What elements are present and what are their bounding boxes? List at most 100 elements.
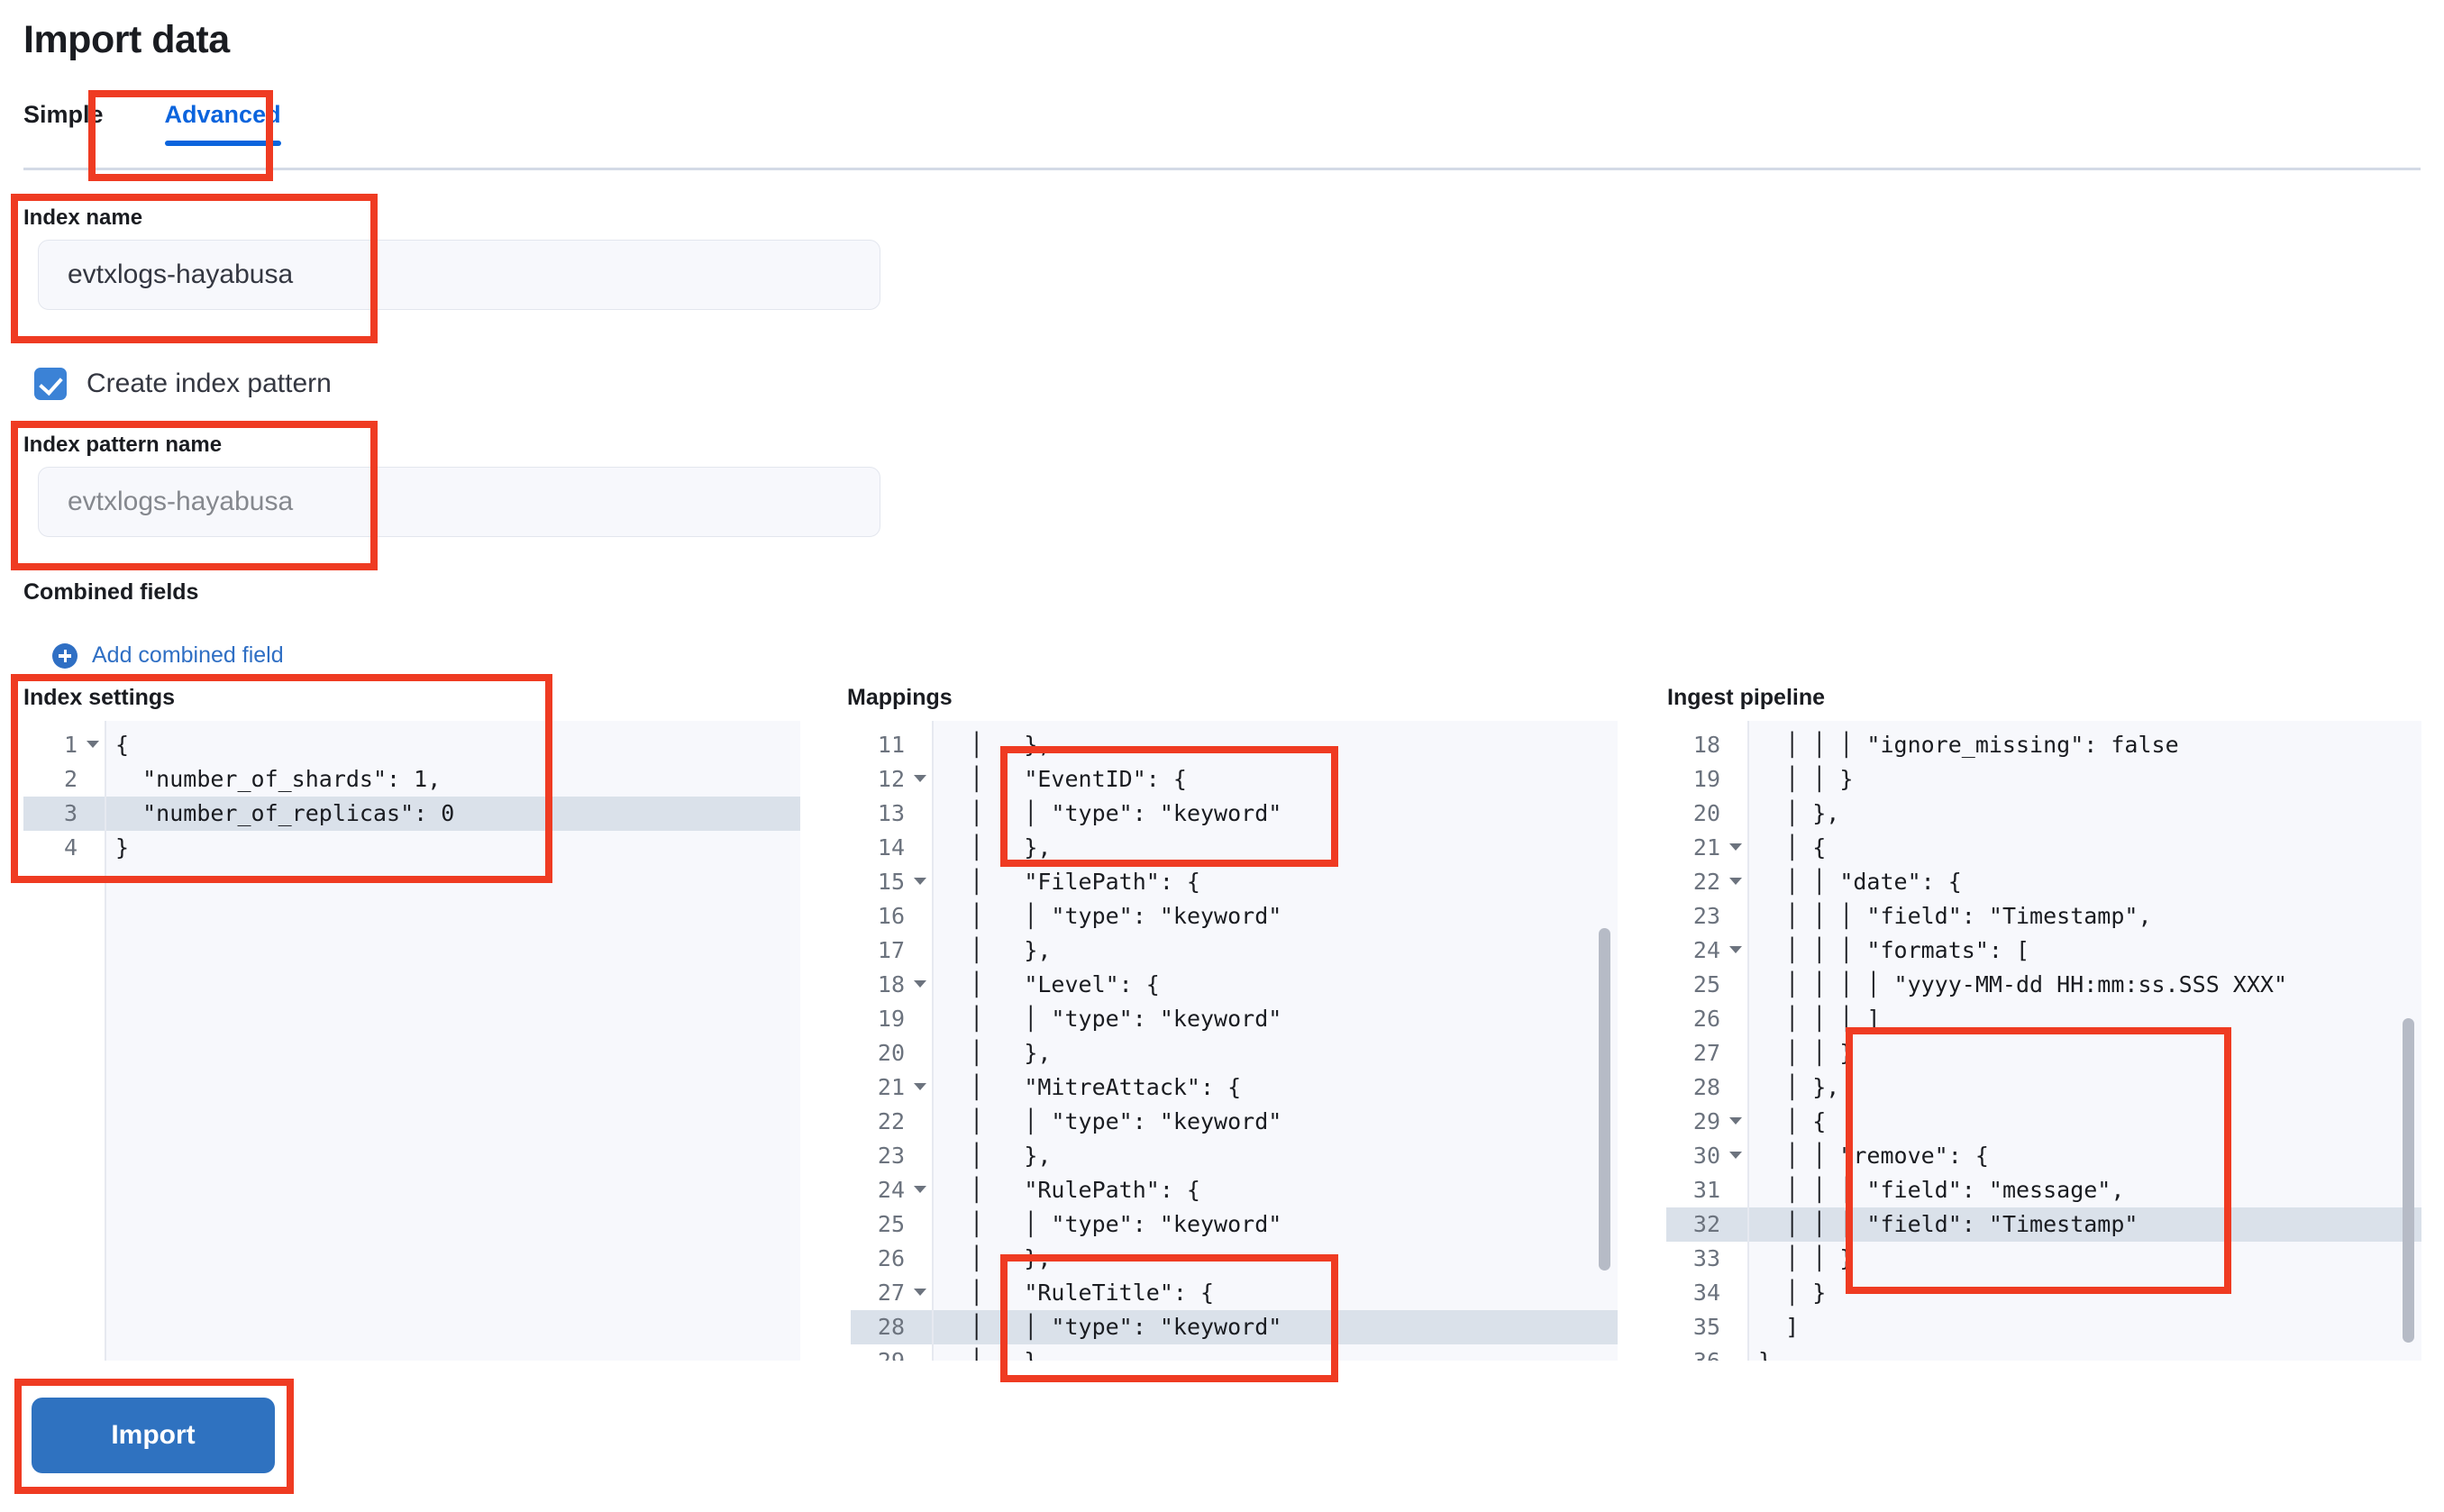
code-line[interactable]: │ } [1758,1280,1827,1306]
code-line[interactable]: │ │ "type": "keyword" [943,1108,1282,1134]
create-index-pattern-label: Create index pattern [87,369,332,398]
import-button[interactable]: Import [32,1398,275,1473]
gutter: 18192021222324252627282930313233343536 [1666,721,1749,1361]
tab-bar: Simple Advanced [23,99,314,146]
gutter: 11121314151617181920212223242526272829 [851,721,934,1361]
line-number: 12 [851,762,932,797]
line-number: 20 [877,1040,905,1066]
index-name-label: Index name [23,205,143,230]
code-line[interactable]: │ │ │ "field": "Timestamp" [1749,1207,2421,1242]
combined-fields-label: Combined fields [23,579,199,605]
code-line[interactable]: │ │ "type": "keyword" [943,903,1282,929]
code-line[interactable]: │ }, [1758,800,1840,826]
ingest-pipeline-title: Ingest pipeline [1667,685,1826,710]
code-area[interactable]: { "number_of_shards": 1, "number_of_repl… [106,721,800,1361]
line-number: 19 [877,1006,905,1032]
tab-simple[interactable]: Simple [23,101,104,128]
line-number: 18 [851,968,932,1002]
index-pattern-name-input[interactable]: evtxlogs-hayabusa [38,467,880,537]
code-line[interactable]: │ "Level": { [943,971,1160,997]
code-line[interactable]: │ │ │ "field": "Timestamp", [1758,903,2152,929]
code-line[interactable]: │ }, [943,834,1052,861]
line-number: 28 [851,1310,932,1344]
code-line[interactable]: │ │ "type": "keyword" [943,1211,1282,1237]
code-line[interactable]: │ │ } [1758,1040,1854,1066]
code-line[interactable]: │ "MitreAttack": { [943,1074,1242,1100]
code-line[interactable]: │ "RulePath": { [943,1177,1200,1203]
code-line[interactable]: │ │ "type": "keyword" [943,800,1282,826]
line-number: 28 [1692,1074,1720,1100]
tab-advanced[interactable]: Advanced [132,99,314,146]
checkbox-checked-icon[interactable] [34,368,67,400]
line-number: 2 [63,766,78,792]
code-line[interactable]: │ │ "type": "keyword" [934,1310,1618,1344]
line-number: 23 [877,1143,905,1169]
code-line[interactable]: │ │ │ "ignore_missing": false [1758,732,2179,758]
code-line[interactable]: "number_of_shards": 1, [142,766,442,792]
index-name-input[interactable]: evtxlogs-hayabusa [38,240,880,310]
mappings-title: Mappings [847,685,953,710]
line-number: 25 [877,1211,905,1237]
line-number: 18 [1692,732,1720,758]
line-number: 29 [851,1344,932,1361]
code-line[interactable]: │ │ "type": "keyword" [943,1006,1282,1032]
add-combined-field-row[interactable]: Add combined field [52,642,284,669]
line-number: 15 [851,865,932,899]
code-line[interactable]: │ }, [943,732,1052,758]
code-line[interactable]: │ │ } [1758,1245,1854,1271]
line-number: 22 [1666,865,1747,899]
line-number: 20 [1692,800,1720,826]
fold-arrow-icon [914,1289,926,1296]
code-line[interactable]: │ │ │ │ "yyyy-MM-dd HH:mm:ss.SSS XXX" [1758,971,2288,997]
line-number: 16 [877,903,905,929]
code-line[interactable]: │ "RuleTitle": { [943,1280,1215,1306]
code-area[interactable]: │ }, │ "EventID": { │ │ "type": "keyword… [934,721,1618,1361]
plus-circle-icon [52,642,78,669]
line-number: 4 [63,834,78,861]
line-number: 34 [1692,1280,1720,1306]
fold-arrow-icon [914,1186,926,1193]
line-number: 27 [851,1276,932,1310]
code-line[interactable]: │ }, [1758,1074,1840,1100]
code-line[interactable]: { [115,732,130,758]
fold-arrow-icon [87,741,99,748]
line-number: 24 [851,1173,932,1207]
line-number: 11 [877,732,905,758]
ingest-pipeline-editor[interactable]: 18192021222324252627282930313233343536 │… [1666,721,2421,1361]
line-number: 26 [1692,1006,1720,1032]
code-line[interactable]: │ │ │ "formats": [ [1758,937,2030,963]
code-line[interactable]: │ { [1758,834,1827,861]
code-line[interactable]: │ }, [943,1245,1052,1271]
code-line[interactable]: } [1749,1344,2421,1361]
code-line[interactable]: │ │ } [1758,766,1854,792]
add-combined-field-link[interactable]: Add combined field [92,642,284,668]
code-line[interactable]: │ }, [934,1344,1618,1361]
tab-divider [23,168,2421,170]
line-number: 26 [877,1245,905,1271]
code-line[interactable]: │ │ "remove": { [1758,1143,1989,1169]
code-line[interactable]: │ │ │ ] [1758,1006,1881,1032]
code-line[interactable]: │ }, [943,937,1052,963]
fold-arrow-icon [914,878,926,885]
code-line[interactable]: } [115,834,130,861]
code-area[interactable]: │ │ │ "ignore_missing": false │ │ } │ },… [1749,721,2421,1361]
code-line[interactable]: ] [1785,1314,1800,1340]
create-index-pattern-row[interactable]: Create index pattern [34,368,332,400]
code-line[interactable]: │ │ │ "field": "message", [1758,1177,2125,1203]
vertical-scrollbar[interactable] [1599,928,1610,1271]
code-line[interactable]: │ }, [943,1040,1052,1066]
code-line[interactable]: │ │ "date": { [1758,869,1962,895]
code-line[interactable]: │ "FilePath": { [943,869,1200,895]
line-number: 24 [1666,934,1747,968]
line-number: 31 [1692,1177,1720,1203]
fold-arrow-icon [914,980,926,988]
vertical-scrollbar[interactable] [2403,1018,2414,1343]
code-line[interactable]: "number_of_replicas": 0 [106,797,800,831]
code-line[interactable]: │ { [1758,1108,1827,1134]
code-line[interactable]: │ "EventID": { [943,766,1187,792]
mappings-editor[interactable]: 11121314151617181920212223242526272829 │… [851,721,1618,1361]
code-line[interactable]: │ }, [943,1143,1052,1169]
